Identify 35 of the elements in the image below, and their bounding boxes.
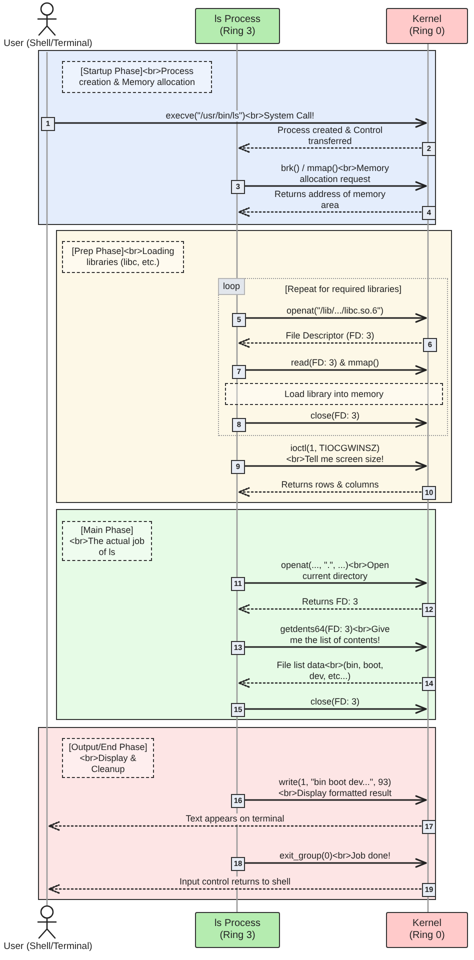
note-box: [Prep Phase]<br>Loading libraries (libc, etc.) xyxy=(62,241,184,273)
note-box: Load library into memory xyxy=(225,383,443,405)
loop-condition: [Repeat for required libraries] xyxy=(285,284,402,295)
message-arrow xyxy=(53,118,427,128)
participant-box: ls Process (Ring 3) xyxy=(195,8,280,44)
phase-panel xyxy=(38,727,436,900)
actor-label: User (Shell/Terminal) xyxy=(4,941,92,953)
message-arrow xyxy=(243,642,427,652)
loop-tab: loop xyxy=(218,278,246,295)
lifeline xyxy=(45,52,49,906)
note-box: [Startup Phase]<br>Process creation & Memory allocation xyxy=(62,61,212,93)
return-arrow xyxy=(238,604,422,614)
message-arrow xyxy=(243,365,427,375)
actor-label: User (Shell/Terminal) xyxy=(4,38,92,50)
message-arrow xyxy=(243,795,427,805)
return-arrow xyxy=(238,143,422,153)
note-box: [Output/End Phase]<br>Display & Cleanup xyxy=(62,738,154,778)
phase-panel xyxy=(56,230,452,503)
participant-box: Kernel (Ring 0) xyxy=(386,8,468,44)
message-arrow xyxy=(243,418,427,428)
message-arrow xyxy=(243,578,427,588)
participant-box: ls Process (Ring 3) xyxy=(195,912,280,948)
return-arrow xyxy=(48,884,422,894)
participant-box: Kernel (Ring 0) xyxy=(386,912,468,948)
return-arrow xyxy=(238,487,422,497)
message-arrow xyxy=(243,461,427,471)
return-arrow xyxy=(238,678,422,688)
message-arrow xyxy=(243,704,427,714)
return-arrow xyxy=(238,338,422,348)
return-arrow xyxy=(238,207,422,217)
note-box: [Main Phase] <br>The actual job of ls xyxy=(62,521,152,561)
message-arrow xyxy=(243,858,427,868)
return-arrow xyxy=(48,821,422,831)
message-arrow xyxy=(243,313,427,323)
message-arrow xyxy=(243,181,427,191)
